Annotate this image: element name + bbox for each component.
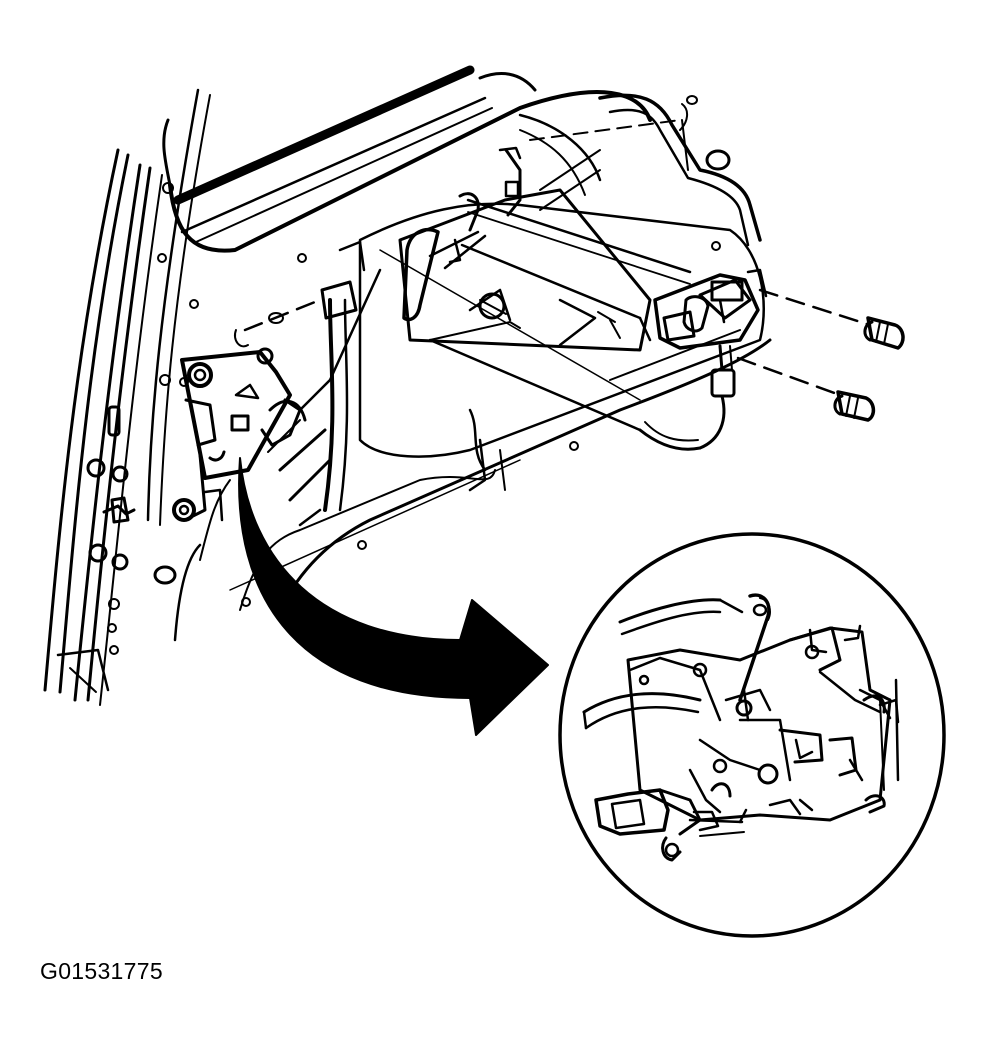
window-guide — [498, 113, 681, 217]
door-lock-actuator — [428, 268, 768, 451]
detail-view-circle — [558, 532, 946, 938]
latch-bracket — [172, 347, 302, 522]
actuator-screw-lower — [833, 390, 876, 422]
inner-pocket — [358, 202, 765, 492]
latch-assembly-detail — [582, 593, 900, 862]
callout-arrow — [238, 457, 549, 736]
door-pillar — [43, 88, 211, 706]
lock-rods — [268, 240, 382, 527]
screw-alignment-lines — [243, 288, 872, 397]
pillar-bolts — [86, 405, 136, 655]
lock-actuator-housing — [398, 188, 652, 352]
figure-id-label: G01531775 — [40, 958, 163, 984]
actuator-rods — [428, 192, 692, 342]
actuator-screw-upper — [863, 316, 905, 350]
